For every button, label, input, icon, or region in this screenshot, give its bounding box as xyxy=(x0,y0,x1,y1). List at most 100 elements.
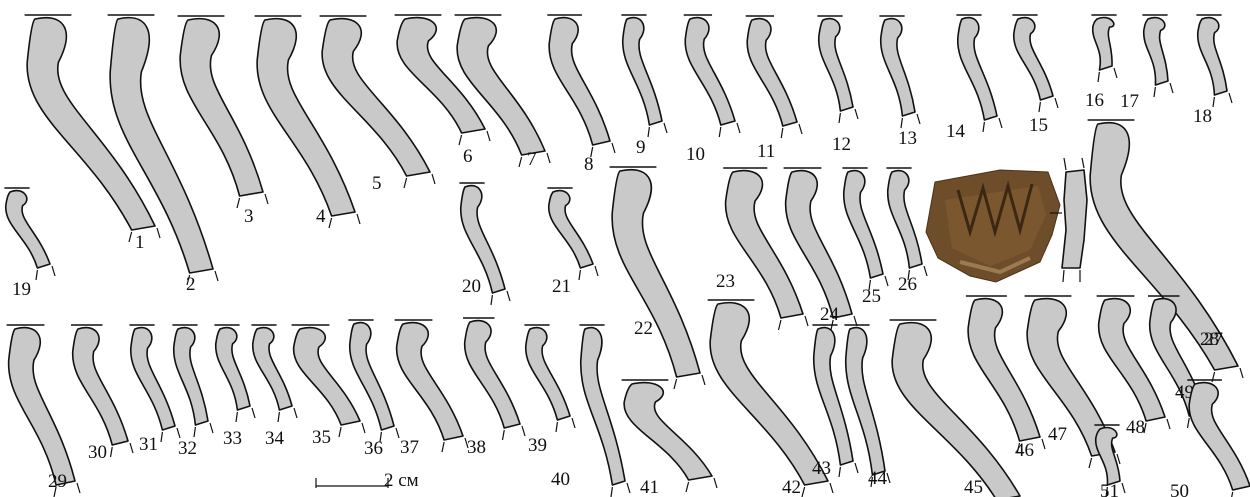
sherd-label-9: 9 xyxy=(636,137,646,158)
break-tick xyxy=(1116,453,1121,465)
break-tick xyxy=(1153,86,1156,98)
break-tick xyxy=(1097,71,1100,83)
sherd-label-27: 27 xyxy=(1204,329,1223,350)
sherd-section-51 xyxy=(1094,426,1121,486)
sherd-label-43: 43 xyxy=(812,458,831,479)
break-tick xyxy=(546,152,551,164)
sherd-label-38: 38 xyxy=(467,437,486,458)
sherd-profile-21: 21 xyxy=(547,187,599,297)
break-tick xyxy=(777,319,782,331)
break-tick xyxy=(1186,417,1190,429)
break-tick xyxy=(555,421,558,433)
break-tick xyxy=(501,429,505,441)
break-tick xyxy=(441,441,445,453)
sherd-label-45: 45 xyxy=(964,477,983,497)
sherd-profile-32: 32 xyxy=(172,324,214,459)
sherd-section-42 xyxy=(709,301,829,486)
sherd-profile-16: 16 xyxy=(1085,14,1118,111)
sherd-section-24 xyxy=(784,169,853,319)
sherd-label-6: 6 xyxy=(463,146,473,167)
sherd-profile-28: 28 xyxy=(1087,119,1244,383)
sherd-profile-22: 22 xyxy=(609,166,706,390)
sherd-profile-31: 31 xyxy=(129,324,181,455)
break-tick xyxy=(804,315,809,327)
sherd-profile-1: 1 xyxy=(24,14,161,253)
sherd-profile-39: 39 xyxy=(524,324,576,456)
sherd-section-13 xyxy=(879,17,916,117)
sherd-section-5 xyxy=(321,17,431,177)
sherd-label-4: 4 xyxy=(316,206,326,227)
break-tick xyxy=(713,477,718,489)
break-tick xyxy=(277,411,280,423)
break-tick xyxy=(109,446,113,458)
sherd-profile-30: 30 xyxy=(71,324,134,463)
break-tick xyxy=(1228,92,1233,104)
sherd-section-25 xyxy=(842,169,884,279)
break-tick xyxy=(718,126,722,138)
break-tick xyxy=(571,417,576,429)
sherd-section-9 xyxy=(621,16,663,126)
break-tick xyxy=(647,126,650,138)
sherd-section-16 xyxy=(1091,16,1115,71)
sherd-section-31 xyxy=(129,326,176,431)
break-tick xyxy=(1054,97,1059,109)
sherd-section-8 xyxy=(548,16,611,146)
sherd-label-3: 3 xyxy=(244,206,254,227)
break-tick xyxy=(214,270,219,282)
sherd-profile-4: 4 xyxy=(254,15,361,229)
break-tick xyxy=(900,117,903,129)
sherd-label-33: 33 xyxy=(223,428,242,449)
sherd-profile-24: 24 xyxy=(783,167,858,331)
sherd-profile-9: 9 xyxy=(621,14,668,158)
sherd-profile-47: 47 xyxy=(1024,295,1121,469)
break-tick xyxy=(886,472,891,484)
break-tick xyxy=(209,422,214,434)
break-tick xyxy=(458,134,463,146)
sherd-label-2: 2 xyxy=(186,274,196,295)
break-tick xyxy=(838,466,841,478)
sherd-label-23: 23 xyxy=(716,271,735,292)
sherd-label-8: 8 xyxy=(584,154,594,175)
sherd-section-35 xyxy=(292,326,361,426)
break-tick xyxy=(361,422,366,434)
break-tick xyxy=(395,427,400,439)
sherd-profile-38: 38 xyxy=(463,317,526,458)
sherd-label-41: 41 xyxy=(640,477,659,497)
break-tick xyxy=(1041,438,1046,450)
break-tick xyxy=(356,213,361,225)
sherd-profile-3: 3 xyxy=(177,15,269,227)
break-tick xyxy=(578,269,581,281)
scale-bar-label: 2 см xyxy=(384,470,419,491)
sherd-profile-7: 7 xyxy=(454,14,551,170)
sherd-section-43 xyxy=(812,326,854,466)
sherd-profile-6: 6 xyxy=(394,14,491,167)
break-tick xyxy=(854,462,859,474)
sherd-section-1 xyxy=(26,17,156,231)
break-tick xyxy=(486,130,491,142)
sherd-profile-19: 19 xyxy=(4,187,56,300)
break-tick xyxy=(431,173,436,185)
sherd-section-32 xyxy=(172,326,209,426)
break-tick xyxy=(780,127,784,139)
sherd-label-16: 16 xyxy=(1085,90,1104,111)
sherd-profile-48: 48 xyxy=(1096,295,1171,438)
sherd-section-18 xyxy=(1196,16,1228,96)
break-tick xyxy=(518,156,523,168)
sherd-label-15: 15 xyxy=(1029,115,1048,136)
break-tick xyxy=(907,269,910,281)
sherd-profile-34: 34 xyxy=(251,324,298,449)
break-tick xyxy=(293,407,298,419)
sherd-section-23 xyxy=(724,169,804,319)
sherd-profile-26: 26 xyxy=(886,167,928,295)
sherd-label-44: 44 xyxy=(868,468,888,489)
break-tick xyxy=(235,411,238,423)
sherd-section-41 xyxy=(623,381,713,481)
sherd-label-48: 48 xyxy=(1126,417,1145,438)
sherd-profile-35: 35 xyxy=(291,324,366,448)
break-tick xyxy=(685,481,690,493)
sherd-label-19: 19 xyxy=(12,279,31,300)
sherd-label-22: 22 xyxy=(634,318,653,339)
break-tick xyxy=(1239,367,1244,379)
sherd-section-39 xyxy=(524,326,571,421)
